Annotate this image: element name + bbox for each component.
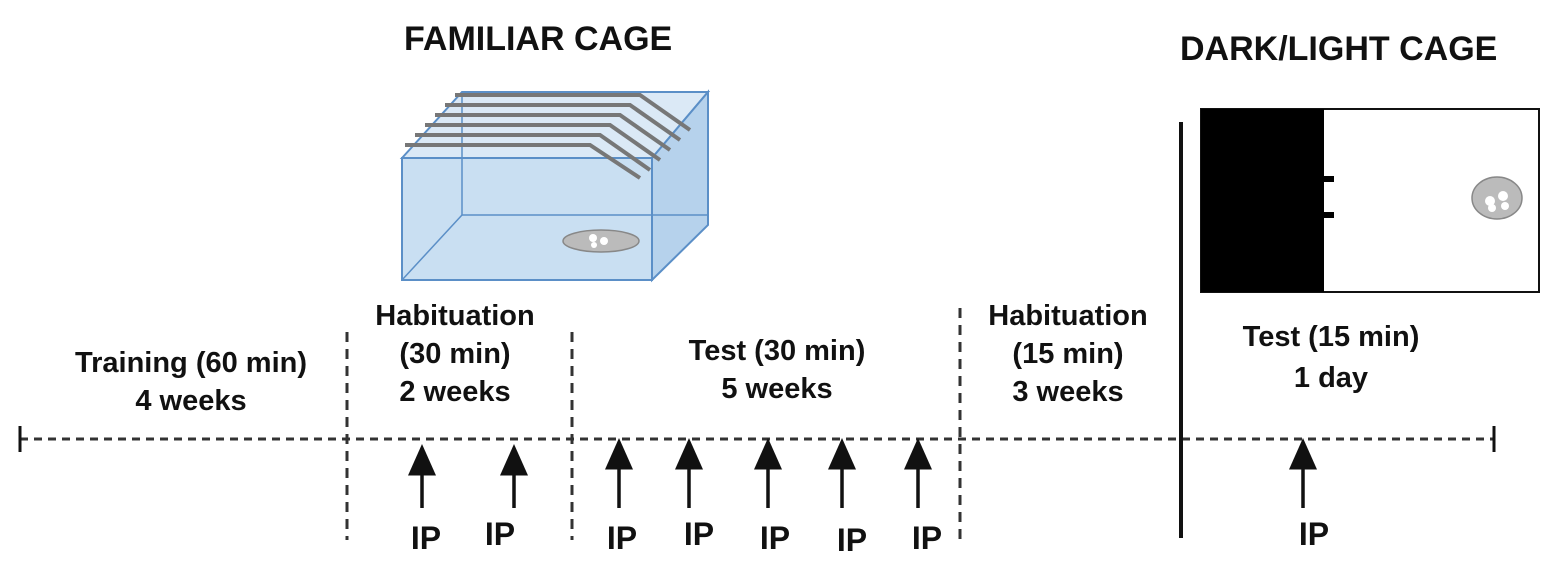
phase-habituation-1-duration: 2 weeks — [399, 376, 511, 408]
dark-light-cage-title: DARK/LIGHT CAGE — [1180, 30, 1498, 68]
phase-test-2-name: Test (15 min) — [1242, 321, 1420, 353]
familiar-cage-illustration — [399, 89, 711, 283]
familiar-cage-title: FAMILIAR CAGE — [404, 20, 673, 58]
phase-training-name: Training (60 min) — [74, 347, 308, 379]
phase-training-label: Training (60 min) 4 weeks — [75, 349, 307, 416]
phase-dividers — [345, 308, 962, 540]
dark-compartment — [1201, 109, 1324, 292]
ip-label: IP — [683, 516, 715, 552]
phase-test-1-duration: 5 weeks — [721, 373, 833, 405]
phase-habituation-1-session: (30 min) — [399, 338, 511, 370]
phase-test-1-label: Test (30 min) 5 weeks — [689, 337, 866, 404]
ip-label: IP — [759, 520, 791, 556]
phase-habituation-2-session: (15 min) — [1012, 338, 1124, 370]
phase-test-2-duration: 1 day — [1293, 362, 1369, 394]
phase-habituation-2-name: Habituation — [988, 300, 1148, 332]
ip-label: IP — [1298, 516, 1330, 552]
phase-test-2-label: Test (15 min) 1 day — [1243, 323, 1420, 393]
timeline — [18, 426, 1496, 452]
ip-label: IP — [911, 520, 943, 556]
ip-label: IP — [836, 522, 868, 558]
ip-label: IP — [606, 520, 638, 556]
cage-lid-bars — [405, 93, 692, 180]
injection-arrows — [408, 438, 1317, 508]
ip-label: IP — [484, 516, 516, 552]
dark-light-cage-illustration — [1200, 108, 1540, 293]
phase-habituation-2-duration: 3 weeks — [1012, 376, 1124, 408]
phase-habituation-2-label: Habituation (15 min) 3 weeks — [988, 302, 1148, 407]
phase-training-duration: 4 weeks — [135, 385, 247, 417]
phase-test-1-name: Test (30 min) — [688, 335, 866, 367]
phase-habituation-1-label: Habituation (30 min) 2 weeks — [375, 302, 535, 407]
animal-icon — [1471, 176, 1523, 220]
phase-habituation-1-name: Habituation — [375, 300, 535, 332]
ip-label: IP — [410, 520, 442, 556]
